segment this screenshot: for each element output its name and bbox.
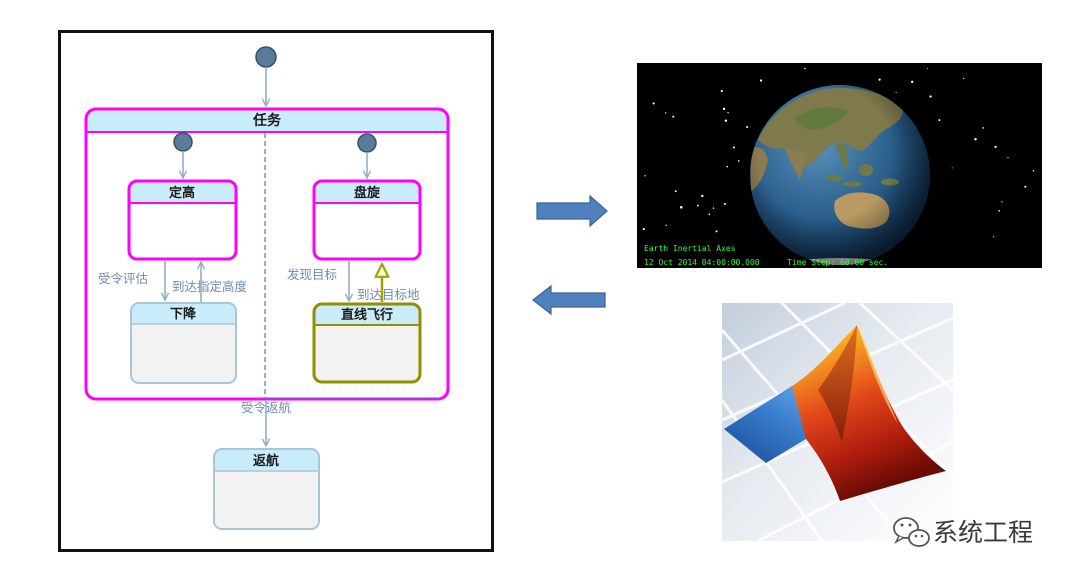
return-home-label: 返航 xyxy=(253,453,279,469)
mission-state-header xyxy=(87,110,447,132)
mission-state-label: 任务 xyxy=(252,112,282,129)
straight-flight-label: 直线飞行 xyxy=(341,307,393,323)
transition-label-reach-altitude: 到达指定高度 xyxy=(172,279,248,294)
grid-line xyxy=(722,303,846,362)
star xyxy=(878,78,881,81)
star xyxy=(1024,185,1027,188)
star xyxy=(998,209,1001,212)
transition-label-order-evaluate: 受令评估 xyxy=(98,271,148,286)
straight-flight-header xyxy=(314,304,420,325)
star xyxy=(696,204,699,207)
star xyxy=(715,230,718,233)
star xyxy=(895,91,897,94)
star xyxy=(926,67,929,70)
star xyxy=(720,90,723,93)
grid-line xyxy=(858,303,953,392)
star xyxy=(723,202,726,205)
star xyxy=(726,165,728,168)
starfield xyxy=(642,67,1035,238)
star xyxy=(701,194,704,198)
star xyxy=(974,137,977,141)
star xyxy=(1032,170,1035,172)
altitude-hold-header xyxy=(129,181,236,203)
star xyxy=(1001,201,1003,203)
star xyxy=(911,80,914,83)
loiter-state: 盘旋 xyxy=(312,179,422,261)
star xyxy=(1007,157,1009,159)
altitude-hold-label: 定高 xyxy=(168,185,195,201)
wechat-bubble-large-tail xyxy=(894,535,904,544)
star xyxy=(712,207,715,209)
star xyxy=(938,119,941,122)
star xyxy=(732,146,735,149)
initial-node-left xyxy=(173,132,193,152)
star xyxy=(665,112,667,114)
loiter-header xyxy=(314,181,420,203)
star xyxy=(929,95,932,98)
wechat-eye xyxy=(900,523,904,527)
star xyxy=(680,206,683,209)
wechat-eye xyxy=(920,534,924,538)
star xyxy=(665,224,667,226)
star xyxy=(951,167,953,169)
star xyxy=(727,112,729,114)
star xyxy=(994,145,997,149)
loiter-label: 盘旋 xyxy=(354,185,381,201)
star xyxy=(737,160,740,162)
star xyxy=(652,102,655,105)
descend-state: 下降 xyxy=(130,302,237,384)
star xyxy=(982,127,985,129)
earth-simulation-image: Earth Inertial Axes 12 Oct 2014 04:00:00… xyxy=(637,63,1042,268)
star xyxy=(722,107,726,111)
wechat-eye xyxy=(914,534,918,538)
initial-node-top xyxy=(255,46,277,68)
descend-header xyxy=(131,303,236,324)
matlab-membrane-highlight xyxy=(857,325,898,424)
star xyxy=(746,125,749,129)
matlab-membrane-front xyxy=(792,325,946,501)
star xyxy=(644,175,646,177)
star xyxy=(708,213,711,215)
watermark-text: 系统工程 xyxy=(933,518,1033,547)
transition-label-target-found: 发现目标 xyxy=(287,267,337,282)
matlab-membrane-side xyxy=(818,325,857,442)
earth-globe xyxy=(750,85,930,265)
return-home-state: 返航 xyxy=(213,448,320,530)
wechat-eye xyxy=(908,523,912,527)
transition-label-reach-target: 到达目标地 xyxy=(357,287,420,302)
star xyxy=(674,190,677,193)
matlab-logo-icon xyxy=(722,303,953,541)
descend-border xyxy=(130,302,237,384)
earth-shading xyxy=(750,85,930,265)
altitude-hold-border xyxy=(127,179,238,261)
star xyxy=(993,236,995,238)
star xyxy=(672,115,675,118)
descend-label: 下降 xyxy=(170,306,197,322)
wechat-bubble-small xyxy=(908,529,930,547)
star xyxy=(759,79,763,82)
state-machine-diagram: 任务 定高 下降 受令评估 到达指定高度 xyxy=(58,30,494,552)
star xyxy=(642,228,645,231)
mission-state-border xyxy=(84,107,450,401)
arrow-left-icon xyxy=(532,284,606,316)
straight-flight-state: 直线飞行 xyxy=(312,302,422,384)
earth-frame-label: Earth Inertial Axes xyxy=(644,244,736,253)
return-home-header xyxy=(214,449,319,471)
altitude-hold-state: 定高 xyxy=(127,179,238,261)
star xyxy=(963,77,965,80)
return-home-border xyxy=(213,448,320,530)
wechat-icon xyxy=(893,517,930,547)
arrow-right-icon xyxy=(536,194,608,228)
star xyxy=(804,67,806,70)
star xyxy=(724,119,728,122)
earth-timestamp: 12 Oct 2014 04:00:00.000 xyxy=(644,258,760,267)
straight-flight-border xyxy=(312,302,422,384)
initial-node-right xyxy=(357,133,377,153)
loiter-border xyxy=(312,179,422,261)
earth-time-step: Time Step: 60.00 sec. xyxy=(787,258,888,267)
